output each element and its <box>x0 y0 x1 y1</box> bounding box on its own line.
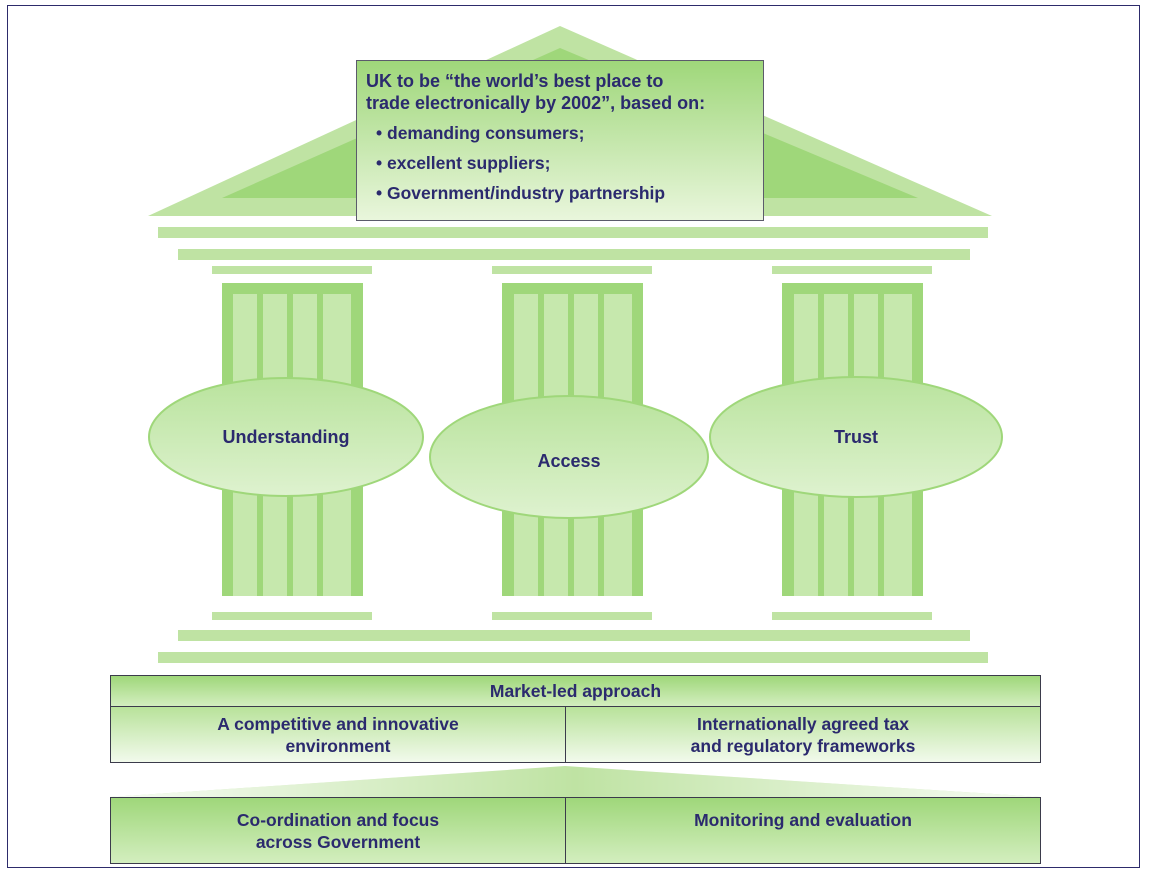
vision-bullet-item: demanding consumers; <box>376 118 753 148</box>
tax-regulatory-line-2: and regulatory frameworks <box>690 735 916 756</box>
step-top <box>178 630 970 641</box>
monitoring-evaluation-cell: Monitoring and evaluation <box>565 797 1041 864</box>
pillar-access: Access <box>429 395 709 519</box>
vision-heading: UK to be “the world’s best place to trad… <box>366 70 753 114</box>
pillar-understanding-oval <box>148 377 424 497</box>
competitive-environment-line-1: A competitive and innovative <box>217 713 459 734</box>
entablature-bar-top <box>158 227 988 238</box>
diagram-frame <box>7 5 1140 868</box>
competitive-environment-line-2: environment <box>285 735 391 756</box>
step-bottom <box>158 652 988 663</box>
market-led-approach-label: Market-led approach <box>489 681 662 701</box>
coordination-focus-cell: Co-ordination and focus across Governmen… <box>110 797 566 864</box>
entablature <box>158 227 988 260</box>
vision-bullet-list: demanding consumers; excellent suppliers… <box>366 118 753 208</box>
entablature-bar-bottom <box>178 249 970 260</box>
competitive-environment-label: A competitive and innovative environment <box>217 713 459 757</box>
tax-regulatory-frameworks-cell: Internationally agreed tax and regulator… <box>565 706 1041 763</box>
vision-bullet-item: excellent suppliers; <box>376 148 753 178</box>
vision-bullet-item: Government/industry partnership <box>376 178 753 208</box>
pillar-access-label: Access <box>537 451 600 471</box>
coordination-focus-line-2: across Government <box>255 832 421 852</box>
market-led-approach-bar: Market-led approach <box>110 675 1041 707</box>
pillar-understanding-label: Understanding <box>222 427 349 447</box>
vision-heading-line-2: trade electronically by 2002”, based on: <box>366 93 706 113</box>
vision-heading-line-1: UK to be “the world’s best place to <box>366 71 664 91</box>
tax-regulatory-frameworks-label: Internationally agreed tax and regulator… <box>691 713 916 757</box>
temple-steps <box>158 630 988 663</box>
coordination-focus-label: Co-ordination and focus across Governmen… <box>237 809 439 853</box>
vision-box: UK to be “the world’s best place to trad… <box>356 60 764 221</box>
pillar-access-oval <box>429 395 709 519</box>
fulcrum-wedge <box>110 766 1040 797</box>
pillar-understanding: Understanding <box>148 377 424 497</box>
pillar-trust-oval <box>709 376 1003 498</box>
competitive-environment-cell: A competitive and innovative environment <box>110 706 566 763</box>
tax-regulatory-line-1: Internationally agreed tax <box>696 713 909 734</box>
coordination-focus-line-1: Co-ordination and focus <box>236 810 440 830</box>
monitoring-evaluation-label: Monitoring and evaluation <box>694 810 912 830</box>
pillar-trust: Trust <box>709 376 1003 498</box>
pillar-trust-label: Trust <box>834 427 878 447</box>
